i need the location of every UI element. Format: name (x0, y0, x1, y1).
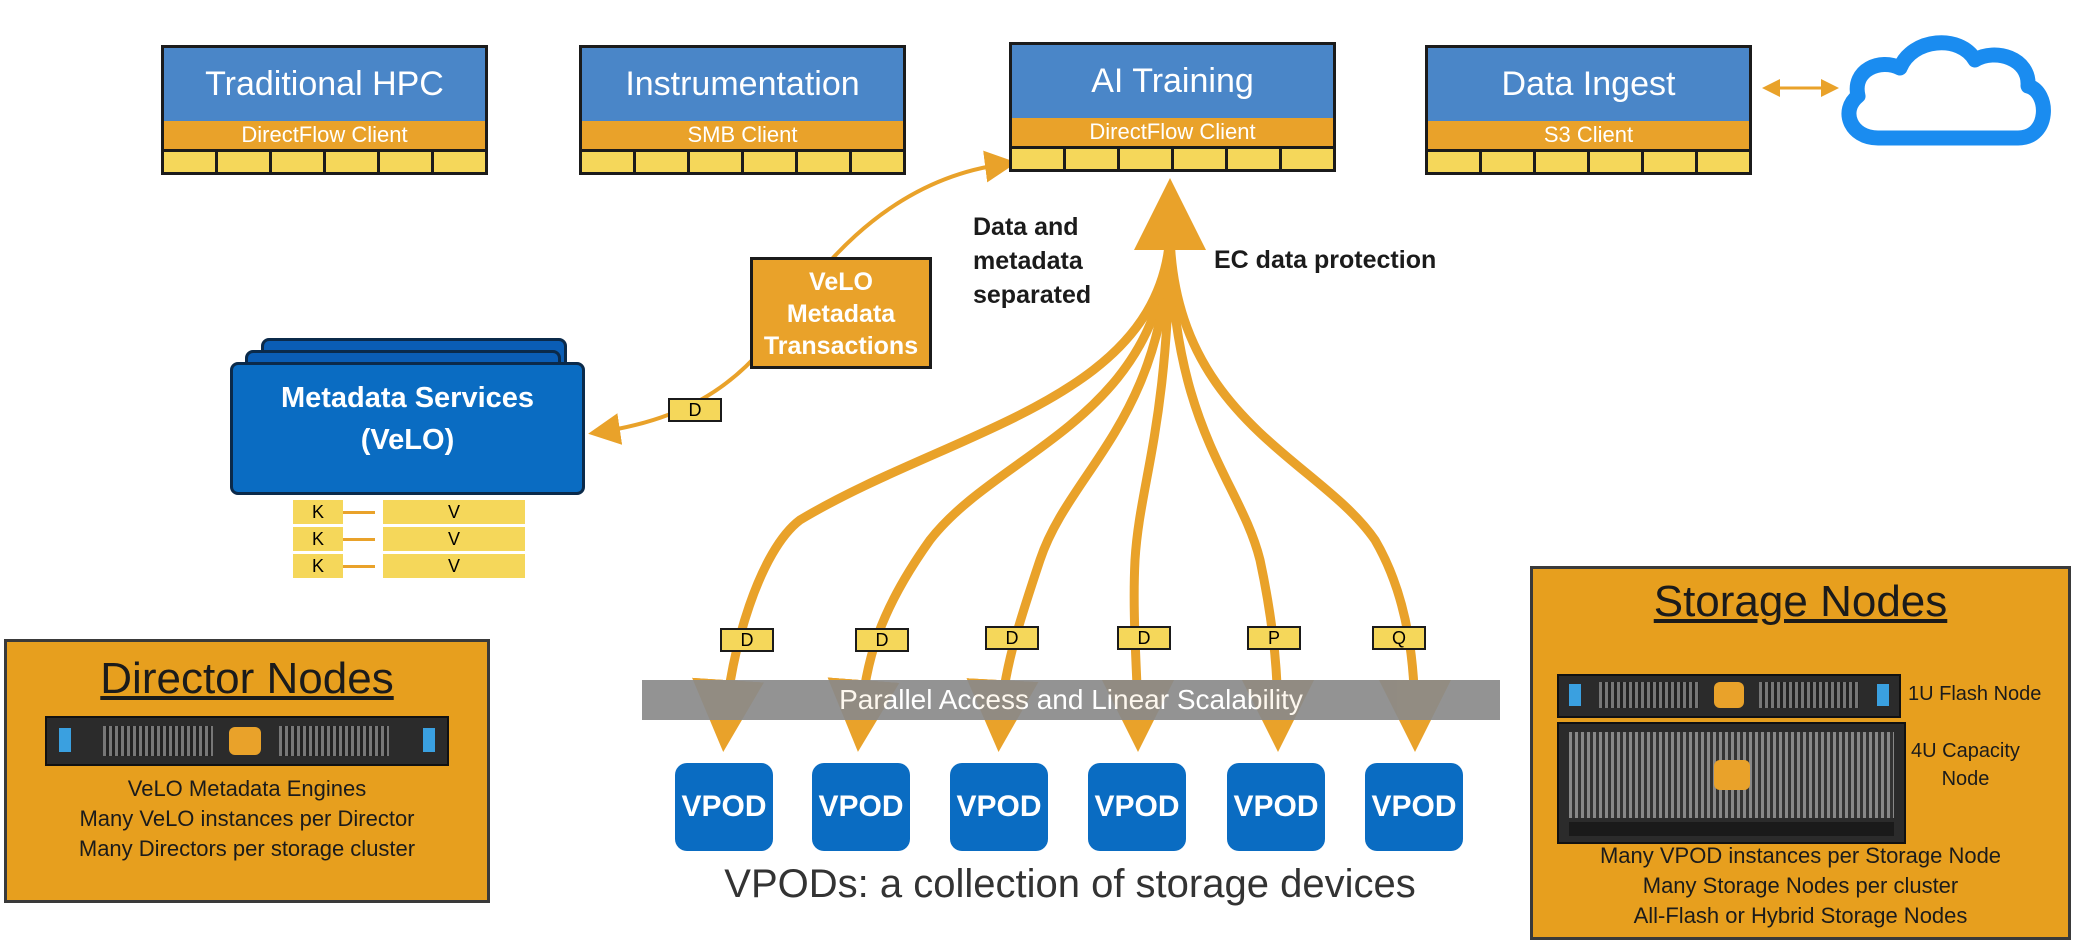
metadata-d-tag: D (668, 398, 722, 422)
client-title: Data Ingest (1425, 45, 1752, 121)
storage-nodes-title: Storage Nodes (1653, 577, 1948, 626)
client-instrumentation: Instrumentation SMB Client (579, 45, 906, 175)
kv-table: K V K V K V (293, 500, 525, 578)
kv-row: K V (293, 554, 525, 578)
metadata-services-subtitle: (VeLO) (360, 424, 455, 456)
stripe-tag-p: P (1247, 626, 1301, 650)
kv-row: K V (293, 500, 525, 524)
kv-row: K V (293, 527, 525, 551)
client-data-ingest: Data Ingest S3 Client (1425, 45, 1752, 175)
vpods-caption: VPODs: a collection of storage devices (724, 862, 1416, 906)
capacity-node-image (1557, 722, 1906, 844)
vpod-2: VPOD (812, 763, 910, 851)
stripe-tag-d3: D (985, 626, 1039, 650)
capacity-node-label: 4U Capacity Node (1911, 740, 2020, 790)
vpod-6: VPOD (1365, 763, 1463, 851)
client-slots (161, 149, 488, 175)
client-title: Traditional HPC (161, 45, 488, 121)
client-traditional-hpc: Traditional HPC DirectFlow Client (161, 45, 488, 175)
client-title: AI Training (1009, 42, 1336, 118)
flash-node-image (1557, 674, 1901, 718)
metadata-services-stack: Metadata Services (VeLO) (228, 338, 588, 498)
client-protocol: DirectFlow Client (161, 121, 488, 149)
cloud-icon (1841, 35, 2051, 146)
client-slots (1009, 146, 1336, 172)
parallel-access-bar: Parallel Access and Linear Scalability (642, 680, 1500, 720)
director-server-image (45, 716, 449, 766)
vpod-1: VPOD (675, 763, 773, 851)
stripe-tag-q: Q (1372, 626, 1426, 650)
storage-nodes-panel: Storage Nodes 1U Flash Node 4U Capacity … (1530, 566, 2071, 940)
client-protocol: DirectFlow Client (1009, 118, 1336, 146)
stripe-tag-d4: D (1117, 626, 1171, 650)
client-slots (1425, 149, 1752, 175)
storage-nodes-lines: Many VPOD instances per Storage Node Man… (1599, 843, 2002, 928)
velo-metadata-transactions-box: VeLO Metadata Transactions (750, 257, 932, 369)
arrow-right-icon (343, 527, 383, 551)
client-protocol: S3 Client (1425, 121, 1752, 149)
note-ec-data-protection: EC data protection (1214, 246, 1437, 274)
client-slots (579, 149, 906, 175)
client-protocol: SMB Client (579, 121, 906, 149)
director-nodes-panel: Director Nodes VeLO Metadata Engines Man… (4, 639, 490, 903)
metadata-services-title: Metadata Services (280, 382, 535, 414)
stripe-tag-d1: D (720, 628, 774, 652)
stripe-tag-d2: D (855, 628, 909, 652)
vpod-3: VPOD (950, 763, 1048, 851)
arrow-right-icon (343, 554, 383, 578)
client-ai-training: AI Training DirectFlow Client (1009, 42, 1336, 172)
vpod-5: VPOD (1227, 763, 1325, 851)
arrow-right-icon (343, 500, 383, 524)
flash-node-label: 1U Flash Node (1908, 683, 2042, 705)
vpod-4: VPOD (1088, 763, 1186, 851)
note-data-metadata-separated: Data and metadata separated (973, 213, 1092, 309)
director-nodes-title: Director Nodes (100, 654, 394, 703)
metadata-services-card: Metadata Services (VeLO) (230, 362, 585, 495)
client-title: Instrumentation (579, 45, 906, 121)
